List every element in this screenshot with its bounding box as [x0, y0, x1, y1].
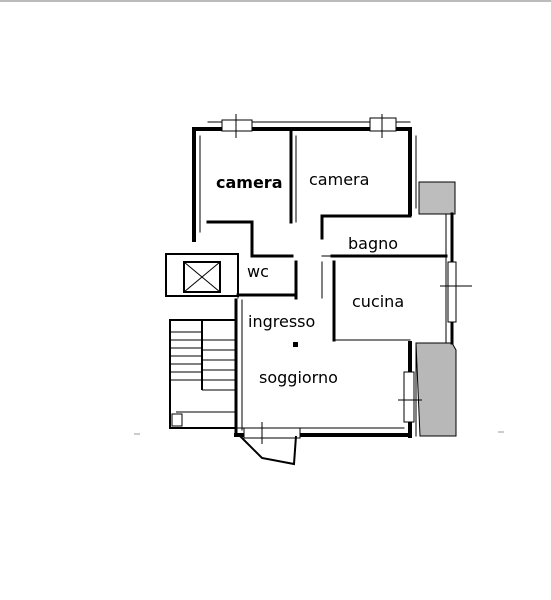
room-label-cucina: cucina — [352, 292, 404, 311]
room-label-wc: wc — [247, 262, 269, 281]
column-marker — [293, 342, 298, 347]
room-label-camera-right: camera — [309, 170, 369, 189]
staircase — [169, 319, 237, 429]
room-label-bagno: bagno — [348, 234, 398, 253]
windows — [221, 114, 472, 444]
room-label-ingresso: ingresso — [248, 312, 315, 331]
room-label-soggiorno: soggiorno — [259, 368, 338, 387]
balcony-right — [415, 342, 457, 437]
lift-shaft — [165, 253, 239, 297]
interior-walls — [206, 127, 448, 342]
balcony-top-right — [418, 181, 456, 215]
bay-window — [239, 435, 297, 466]
room-label-camera-left: camera — [216, 173, 283, 192]
